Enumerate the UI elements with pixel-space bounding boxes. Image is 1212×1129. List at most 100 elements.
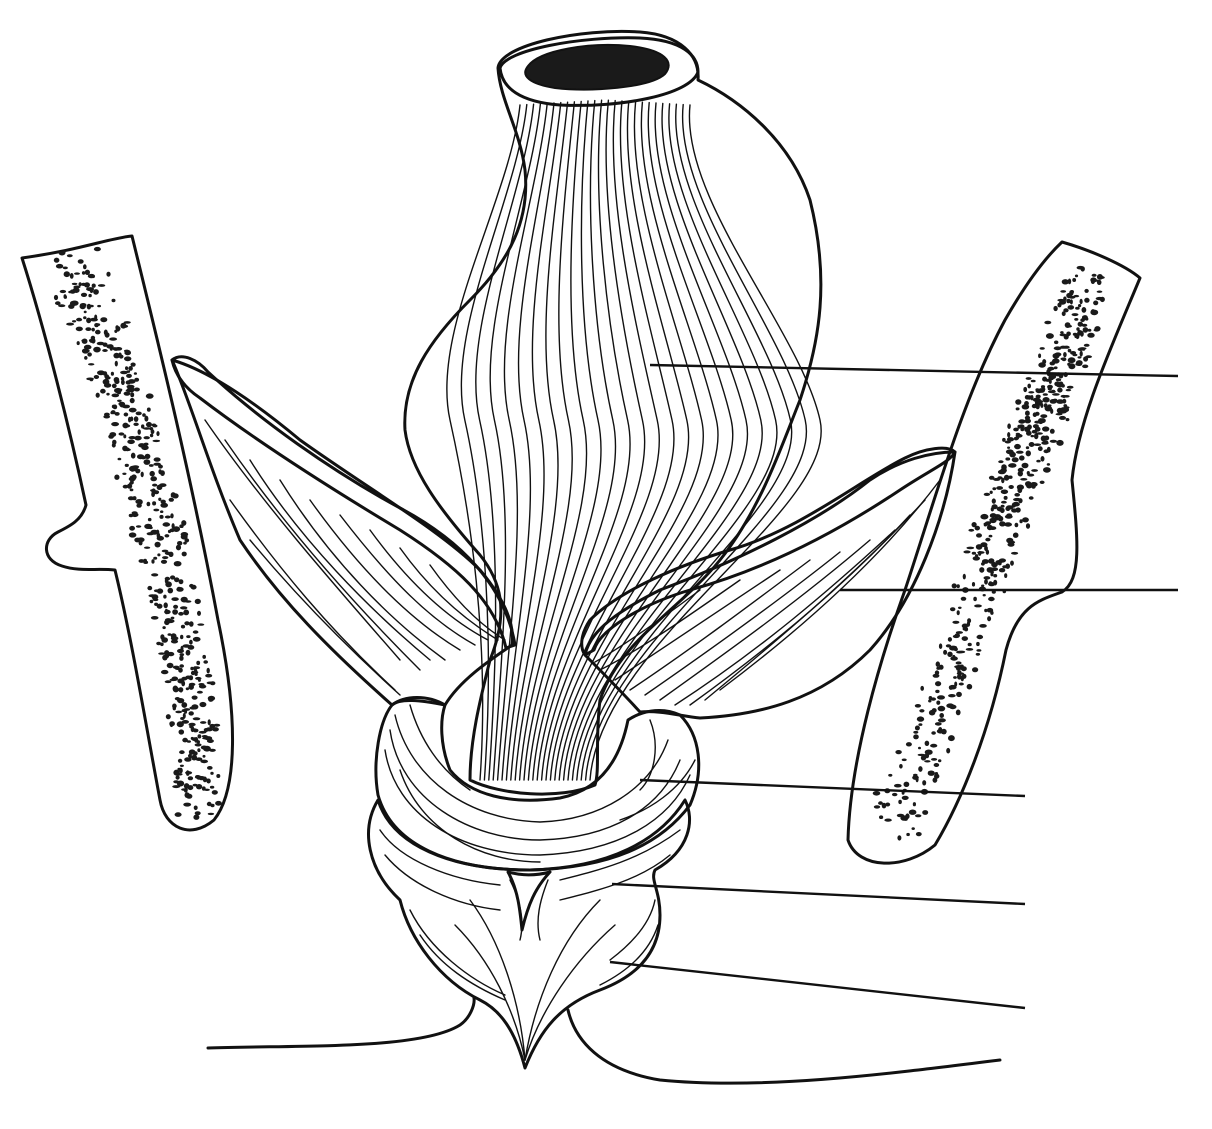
marrow-speckle [1028, 442, 1035, 447]
marrow-speckle [160, 502, 168, 508]
marrow-speckle [193, 666, 201, 670]
marrow-speckle [210, 771, 214, 775]
marrow-speckle [1057, 298, 1065, 302]
marrow-speckle [120, 376, 125, 382]
marrow-speckle [935, 661, 940, 667]
marrow-speckle [178, 611, 184, 616]
marrow-speckle [1066, 298, 1071, 304]
marrow-speckle [184, 709, 188, 714]
marrow-speckle [1054, 340, 1059, 345]
marrow-speckle [130, 362, 136, 367]
marrow-speckle [1037, 446, 1043, 452]
marrow-speckle [1006, 437, 1015, 442]
marrow-speckle [988, 596, 995, 602]
marrow-speckle [1067, 305, 1075, 310]
marrow-speckle [111, 393, 120, 398]
marrow-speckle [1075, 306, 1080, 310]
rectum-longitudinal-muscle-lines [446, 99, 822, 781]
marrow-speckle [1057, 302, 1062, 308]
marrow-speckle [1058, 409, 1067, 414]
marrow-speckle [182, 644, 191, 648]
marrow-speckle [193, 728, 197, 733]
marrow-speckle [913, 730, 919, 734]
marrow-speckle [164, 515, 171, 519]
marrow-speckle [1012, 532, 1019, 538]
marrow-speckle [956, 691, 962, 698]
marrow-speckle [131, 511, 138, 515]
marrow-speckle [892, 792, 898, 797]
marrow-speckle [1066, 292, 1072, 299]
marrow-speckle [128, 407, 137, 413]
marrow-speckle [1042, 397, 1050, 403]
marrow-speckle [100, 388, 106, 394]
marrow-speckle [998, 558, 1007, 563]
marrow-speckle [993, 574, 998, 578]
marrow-speckle [991, 498, 996, 504]
marrow-speckle [146, 501, 151, 507]
marrow-speckle [1070, 290, 1074, 294]
marrow-speckle [1048, 376, 1055, 381]
marrow-speckle [122, 472, 127, 475]
marrow-speckle [947, 637, 953, 642]
marrow-speckle [927, 770, 934, 774]
marrow-speckle [888, 773, 893, 777]
marrow-speckle [992, 487, 997, 491]
marrow-speckle [179, 767, 183, 774]
marrow-speckle [878, 801, 883, 805]
marrow-speckle [119, 388, 123, 392]
marrow-speckle [966, 546, 975, 550]
marrow-speckle [206, 667, 210, 674]
marrow-speckle [91, 283, 96, 288]
marrow-speckle [996, 561, 1000, 565]
marrow-speckle [181, 720, 189, 724]
marrow-speckle [1004, 514, 1013, 519]
marrow-speckle [86, 287, 95, 292]
marrow-speckle [69, 273, 74, 279]
marrow-speckle [170, 575, 176, 580]
marrow-speckle [198, 730, 207, 734]
marrow-speckle [114, 360, 118, 367]
marrow-speckle [181, 676, 188, 681]
marrow-speckle [879, 815, 884, 819]
marrow-speckle [207, 719, 211, 726]
marrow-speckle [204, 736, 213, 741]
marrow-speckle [130, 392, 135, 398]
marrow-speckle [93, 346, 101, 353]
rectum-striation [545, 100, 675, 781]
marrow-speckle [984, 545, 988, 552]
marrow-speckle [872, 791, 881, 796]
marrow-speckle [976, 641, 980, 647]
marrow-speckle [181, 680, 186, 687]
marrow-speckle [1035, 388, 1043, 394]
marrow-speckle [176, 773, 183, 776]
marrow-speckle [1007, 446, 1011, 449]
marrow-speckle [203, 660, 208, 664]
marrow-speckle [55, 301, 61, 306]
marrow-speckle [954, 681, 958, 687]
marrow-speckle [203, 745, 211, 752]
marrow-speckle [1030, 379, 1036, 383]
rectum-striation [523, 100, 602, 781]
leader-puborectalis [639, 778, 1026, 798]
marrow-speckle [1048, 379, 1052, 384]
marrow-speckle [915, 814, 922, 818]
marrow-speckle [949, 646, 957, 651]
marrow-speckle [197, 734, 202, 739]
marrow-speckle [141, 445, 149, 451]
marrow-speckle [202, 654, 206, 659]
marrow-speckle [1025, 446, 1030, 450]
marrow-speckle [146, 532, 154, 536]
marrow-speckle [202, 754, 206, 758]
marrow-speckle [1028, 496, 1034, 500]
marrow-speckle [153, 556, 158, 560]
marrow-speckle [1023, 386, 1028, 393]
marrow-speckle [934, 722, 942, 726]
marrow-speckle [997, 515, 1004, 522]
rectum-striation [527, 99, 617, 781]
marrow-speckle [1039, 347, 1045, 350]
marrow-speckle [1085, 355, 1092, 359]
marrow-speckle [1031, 429, 1038, 434]
marrow-speckle [977, 551, 985, 554]
marrow-speckle [167, 529, 172, 534]
marrow-speckle [123, 434, 127, 439]
